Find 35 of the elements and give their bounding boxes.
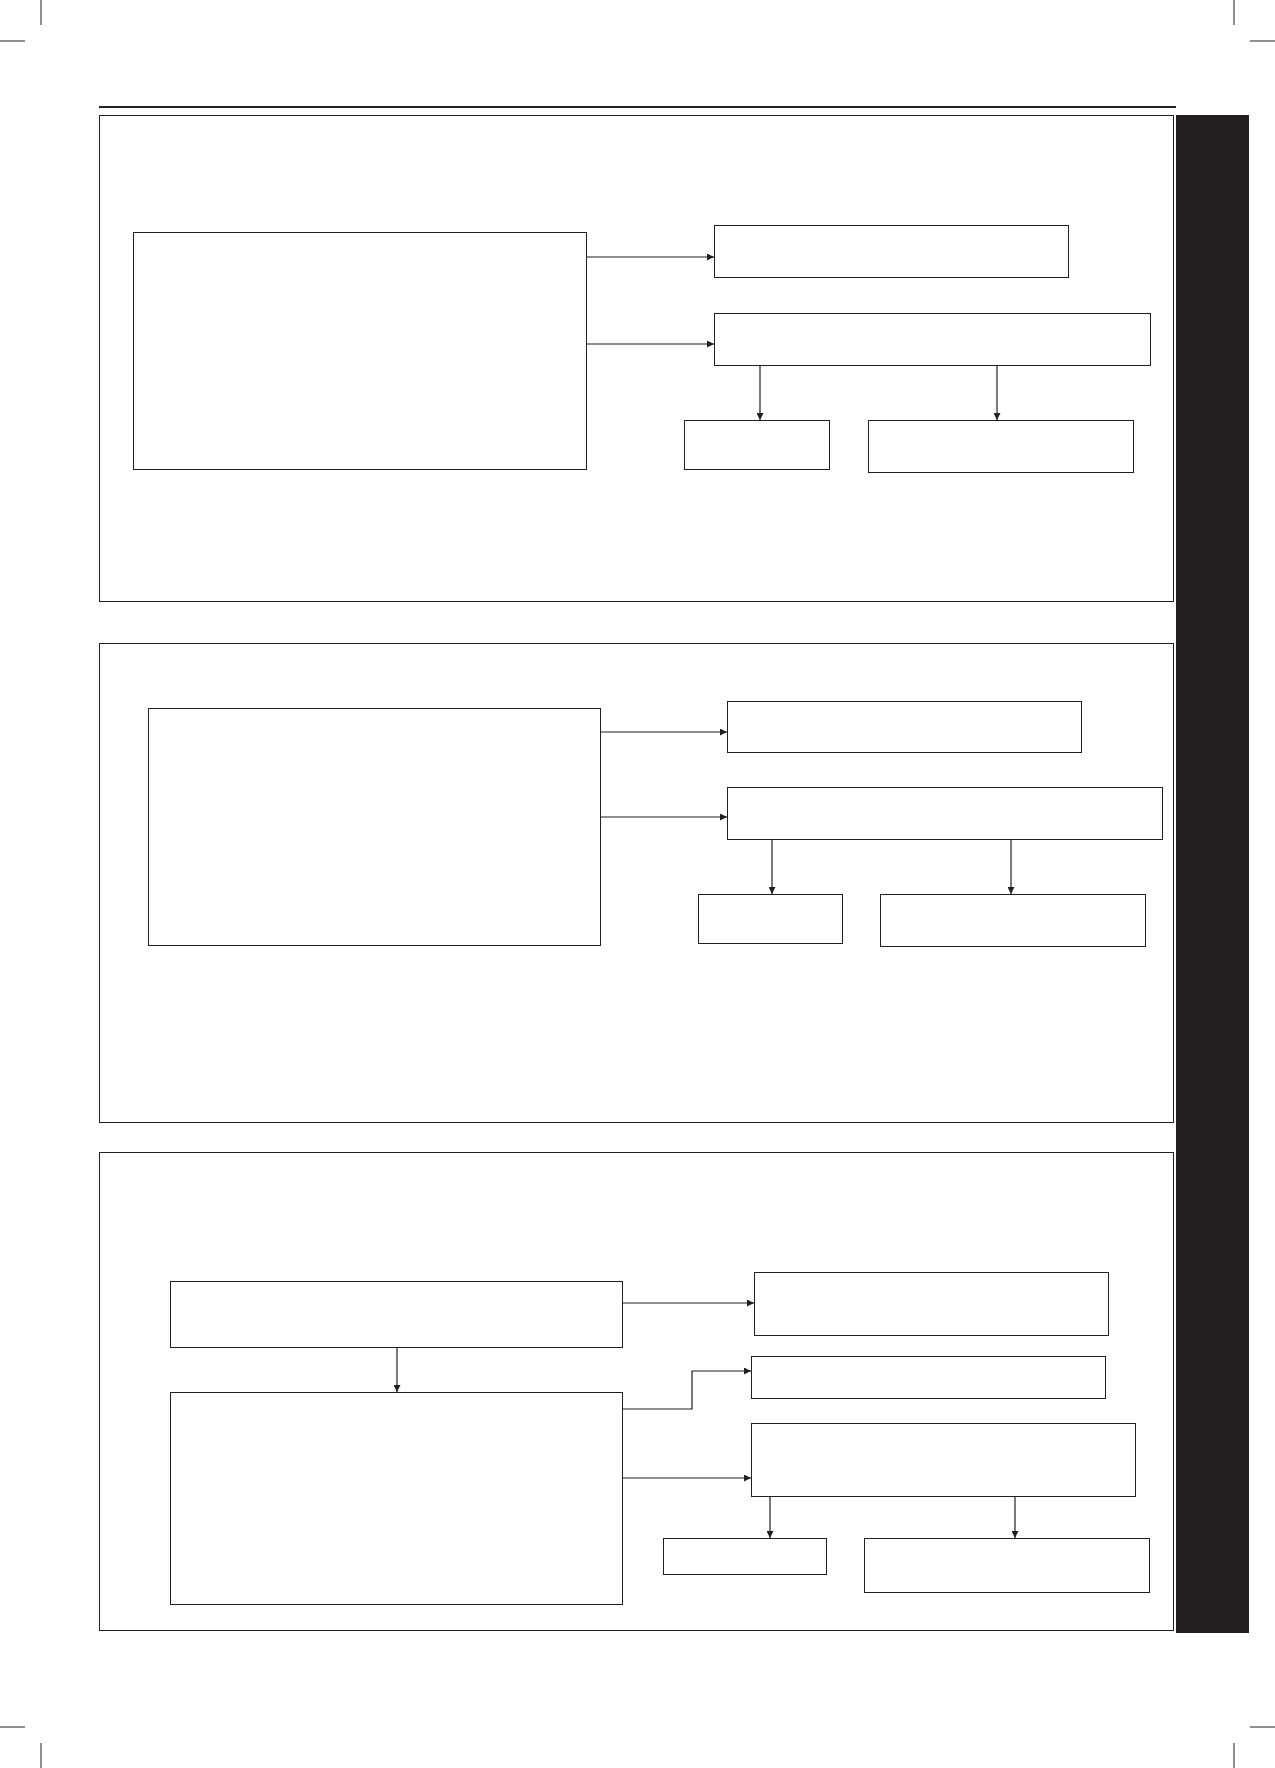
- empty-box: [170, 1392, 623, 1605]
- arrow: [1011, 1496, 1019, 1539]
- empty-box: [754, 1272, 1109, 1336]
- arrow: [600, 728, 728, 736]
- panel-frame: [99, 643, 1174, 1123]
- empty-box: [864, 1538, 1150, 1593]
- panel-frame: [99, 1152, 1174, 1631]
- empty-box: [714, 225, 1069, 278]
- arrow: [586, 253, 715, 261]
- empty-box: [148, 708, 601, 946]
- arrow: [622, 1299, 755, 1307]
- arrow: [1007, 839, 1015, 895]
- empty-box: [170, 1281, 623, 1348]
- empty-box: [133, 232, 587, 470]
- arrow: [993, 365, 1001, 421]
- arrow: [586, 340, 715, 348]
- empty-box: [727, 701, 1082, 753]
- arrow: [766, 1496, 774, 1539]
- arrow: [768, 839, 776, 895]
- empty-box: [751, 1356, 1106, 1399]
- panel-frame: [99, 115, 1174, 602]
- empty-box: [714, 313, 1151, 366]
- arrow: [600, 813, 728, 821]
- arrow: [756, 365, 764, 421]
- empty-box: [727, 787, 1163, 840]
- empty-box: [698, 894, 843, 944]
- empty-box: [880, 894, 1146, 947]
- arrow: [622, 1474, 752, 1482]
- empty-box: [684, 420, 830, 470]
- empty-box: [751, 1423, 1136, 1497]
- empty-box: [663, 1538, 827, 1575]
- arrow: [393, 1347, 401, 1393]
- side-tab: [1176, 115, 1249, 1633]
- arrow: [622, 1367, 752, 1410]
- empty-box: [868, 420, 1134, 473]
